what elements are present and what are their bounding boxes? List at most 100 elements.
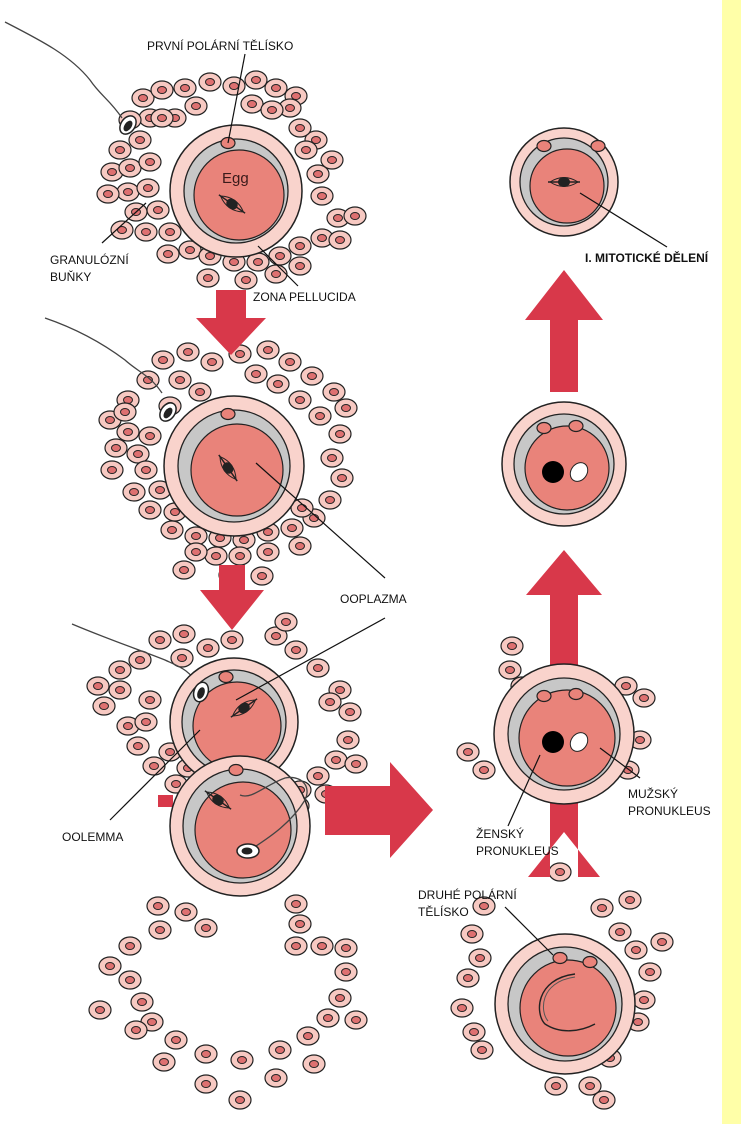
cell-nucleus [272, 85, 281, 92]
cell-nucleus [276, 253, 285, 260]
granulosa-cell [319, 693, 341, 711]
cell-nucleus [144, 185, 153, 192]
oocyte [510, 128, 618, 236]
granulosa-cell [265, 265, 287, 283]
female-pronucleus [542, 731, 564, 753]
granulosa-cell [251, 567, 273, 585]
leader-ooplasm-2 [236, 618, 385, 700]
granulosa-cell [129, 131, 151, 149]
label-second-polar-body-2: TĚLÍSKO [418, 904, 469, 919]
cell-nucleus [626, 897, 635, 904]
cell-nucleus [304, 1033, 313, 1040]
cell-nucleus [146, 697, 155, 704]
granulosa-cell [309, 407, 331, 425]
granulosa-cell [197, 639, 219, 657]
cell-nucleus [116, 667, 125, 674]
cell-nucleus [586, 1083, 595, 1090]
granulosa-cell [323, 383, 345, 401]
cell-nucleus [276, 1047, 285, 1054]
granulosa-cell [329, 425, 351, 443]
granulosa-cell [201, 353, 223, 371]
label-male-pronucleus-1: MUŽSKÝ [628, 786, 678, 801]
granulosa-cell [229, 1091, 251, 1109]
cell-nucleus [236, 351, 245, 358]
cell-nucleus [640, 695, 649, 702]
granulosa-cell [147, 201, 169, 219]
cell-nucleus [160, 1059, 169, 1066]
granulosa-cell [117, 183, 139, 201]
granulosa-cell [185, 543, 207, 561]
granulosa-cell [139, 153, 161, 171]
cell-nucleus [342, 405, 351, 412]
cell-nucleus [204, 275, 213, 282]
granulosa-cell [189, 383, 211, 401]
cell-nucleus [478, 1047, 487, 1054]
cell-nucleus [192, 549, 201, 556]
oocyte [502, 402, 626, 526]
granulosa-cell [137, 179, 159, 197]
granulosa-cell [295, 141, 317, 159]
granulosa-cell [139, 691, 161, 709]
cell-nucleus [168, 527, 177, 534]
cell-nucleus [176, 377, 185, 384]
cell-nucleus [272, 1075, 281, 1082]
label-granulosa-2: BUŇKY [50, 269, 91, 284]
cell-nucleus [632, 947, 641, 954]
label-female-pronucleus-1: ŽENSKÝ [476, 826, 524, 841]
cell-nucleus [330, 389, 339, 396]
cell-nucleus [108, 467, 117, 474]
cell-nucleus [100, 703, 109, 710]
granulosa-cell [117, 423, 139, 441]
cell-nucleus [202, 1051, 211, 1058]
cell-nucleus [302, 147, 311, 154]
cell-nucleus [172, 1037, 181, 1044]
granulosa-cell [109, 661, 131, 679]
cell-nucleus [328, 455, 337, 462]
arrow-right [325, 762, 433, 858]
ooplasm [519, 690, 615, 786]
granulosa-cell [109, 141, 131, 159]
granulosa-cell [339, 703, 361, 721]
cell-nucleus [230, 259, 239, 266]
granulosa-cell [137, 371, 159, 389]
cell-nucleus [470, 1029, 479, 1036]
cell-nucleus [146, 433, 155, 440]
cell-nucleus [336, 687, 345, 694]
granulosa-cell [345, 1011, 367, 1029]
cell-nucleus [196, 389, 205, 396]
granulosa-cell [139, 501, 161, 519]
cell-nucleus [622, 683, 631, 690]
cell-nucleus [640, 997, 649, 1004]
granulosa-cell [165, 1031, 187, 1049]
polar-body [537, 423, 551, 434]
cell-nucleus [344, 737, 353, 744]
polar-body [583, 957, 597, 968]
cell-nucleus [286, 359, 295, 366]
granulosa-cell [87, 677, 109, 695]
granulosa-cell [289, 237, 311, 255]
granulosa-cell [173, 561, 195, 579]
granulosa-cell [265, 79, 287, 97]
granulosa-cell [195, 919, 217, 937]
granulosa-cell [127, 445, 149, 463]
polar-body [569, 689, 583, 700]
label-granulosa-1: GRANULÓZNÍ [50, 252, 129, 267]
granulosa-cell [335, 963, 357, 981]
granulosa-cell [325, 751, 347, 769]
cell-nucleus [336, 995, 345, 1002]
granulosa-cell [149, 921, 171, 939]
cell-nucleus [124, 723, 133, 730]
cell-nucleus [480, 767, 489, 774]
cell-nucleus [334, 215, 343, 222]
cell-nucleus [318, 943, 327, 950]
cell-nucleus [352, 1017, 361, 1024]
granulosa-cell [245, 365, 267, 383]
cell-nucleus [154, 903, 163, 910]
cell-nucleus [248, 101, 257, 108]
cell-nucleus [296, 397, 305, 404]
granulosa-cell [127, 737, 149, 755]
granulosa-cell [625, 941, 647, 959]
polar-body [553, 953, 567, 964]
label-female-pronucleus-2: PRONUKLEUS [476, 844, 559, 858]
granulosa-cell [451, 999, 473, 1017]
